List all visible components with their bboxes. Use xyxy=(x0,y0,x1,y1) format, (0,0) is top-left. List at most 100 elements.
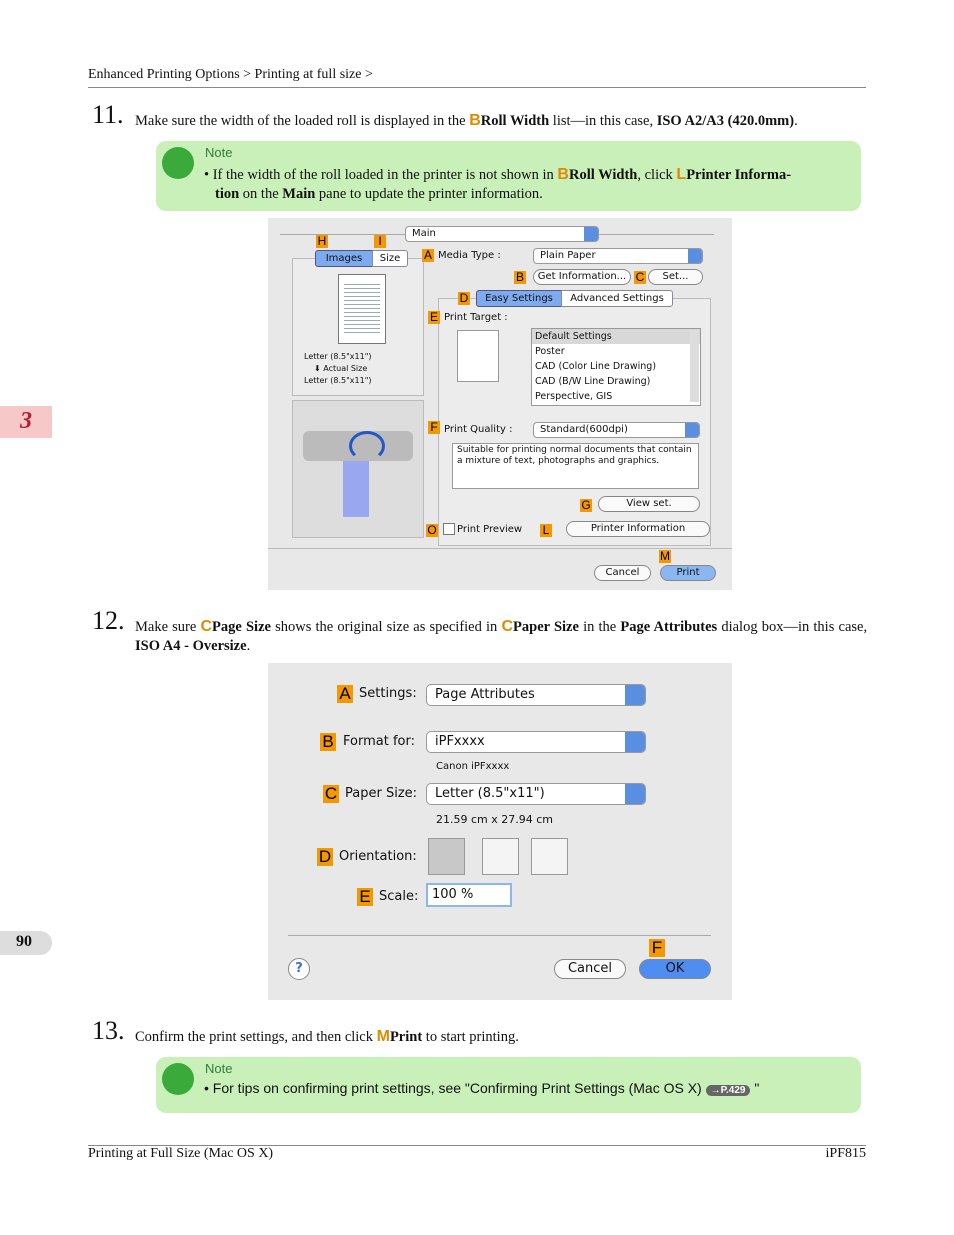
size-info: Letter (8.5"x11") ⬇ Actual Size Letter (… xyxy=(304,352,372,385)
tab-images[interactable]: Images xyxy=(315,250,373,267)
media-type-label: Media Type : xyxy=(438,250,501,261)
step-11-end: . xyxy=(794,113,798,129)
page-link[interactable]: →P.429 xyxy=(705,1085,751,1096)
header-rule xyxy=(88,87,866,88)
scrollbar[interactable] xyxy=(690,330,699,402)
step-12-t1: shows the original size as specified in xyxy=(275,619,498,635)
roll-width-value: ISO A2/A3 (420.0mm) xyxy=(656,113,795,129)
paper-output-icon xyxy=(343,461,369,517)
label-f: F xyxy=(649,939,665,957)
label-c: C xyxy=(501,618,514,635)
print-quality-value: Standard(600dpi) xyxy=(540,424,628,435)
settings-popup[interactable]: Page Attributes xyxy=(426,684,646,706)
landscape-left-orientation-icon[interactable] xyxy=(482,838,519,875)
print-term: Print xyxy=(389,1029,423,1045)
label-l: L xyxy=(540,524,552,537)
note-label: Note xyxy=(205,145,233,160)
paper-size-term: Paper Size xyxy=(513,619,579,635)
settings-value: Page Attributes xyxy=(435,687,535,702)
label-c: C xyxy=(200,618,213,635)
print-quality-label: Print Quality : xyxy=(444,424,513,435)
format-for-popup[interactable]: iPFxxxx xyxy=(426,731,646,753)
target-preview-icon xyxy=(457,330,499,382)
popup-arrow-icon xyxy=(688,249,702,263)
step-12-t2: in the xyxy=(583,619,617,635)
step-12-t4: this case, xyxy=(813,619,868,635)
cancel-button[interactable]: Cancel xyxy=(594,565,651,581)
label-b: B xyxy=(557,166,569,183)
label-i: I xyxy=(374,235,386,248)
step-13-end: to start printing. xyxy=(425,1029,519,1045)
set-button[interactable]: Set... xyxy=(648,269,703,285)
step-12-number: 12. xyxy=(92,606,125,635)
list-item[interactable]: Poster xyxy=(535,346,565,357)
label-d: D xyxy=(458,291,470,305)
print-preview-label: Print Preview xyxy=(457,524,523,535)
printer-information-button[interactable]: Printer Information xyxy=(566,521,710,537)
note-box-2: Note • For tips on confirming print sett… xyxy=(156,1057,861,1113)
letter-from: Letter (8.5"x11") xyxy=(304,352,372,361)
roll-width-term: Roll Width xyxy=(480,113,550,129)
print-dialog-screenshot: Main H I Images Size Letter (8.5"x11") ⬇… xyxy=(268,218,732,590)
quality-description: Suitable for printing normal documents t… xyxy=(452,443,699,489)
tab-advanced-settings[interactable]: Advanced Settings xyxy=(561,290,673,307)
note-2-text: • For tips on confirming print settings,… xyxy=(204,1079,854,1100)
popup-arrow-icon xyxy=(625,784,645,804)
step-11-mid: list—in this case, xyxy=(552,113,654,129)
scale-input[interactable]: 100 % xyxy=(426,883,512,907)
paper-size-label: Paper Size: xyxy=(345,786,418,801)
list-item[interactable]: CAD (Color Line Drawing) xyxy=(535,361,657,372)
label-c: C xyxy=(323,784,339,803)
ok-button[interactable]: OK xyxy=(639,959,711,979)
tab-size[interactable]: Size xyxy=(372,250,408,267)
print-target-list[interactable]: Default Settings Poster CAD (Color Line … xyxy=(531,328,701,406)
printer-info-term-cont: tion xyxy=(215,186,240,202)
footer-rule xyxy=(88,1145,866,1146)
paper-size-popup[interactable]: Letter (8.5"x11") xyxy=(426,783,646,805)
note-1-t2: , click xyxy=(637,167,673,183)
print-quality-popup[interactable]: Standard(600dpi) xyxy=(533,422,700,438)
label-b: B xyxy=(320,733,336,751)
label-f: F xyxy=(428,421,440,434)
popup-arrow-icon xyxy=(625,732,645,752)
letter-to: Letter (8.5"x11") xyxy=(304,376,372,385)
step-11-number: 11. xyxy=(92,100,124,129)
breadcrumb: Enhanced Printing Options > Printing at … xyxy=(88,67,373,82)
landscape-right-orientation-icon[interactable] xyxy=(531,838,568,875)
popup-arrow-icon xyxy=(584,227,598,241)
main-popup-label: Main xyxy=(412,228,436,239)
print-target-label: Print Target : xyxy=(444,312,508,323)
label-o: O xyxy=(426,523,438,537)
step-13-number: 13. xyxy=(92,1016,125,1045)
print-button[interactable]: Print xyxy=(660,565,716,581)
main-popup[interactable]: Main xyxy=(405,226,599,242)
portrait-orientation-icon[interactable] xyxy=(428,838,465,875)
label-b: B xyxy=(514,270,526,284)
media-type-popup[interactable]: Plain Paper xyxy=(533,248,703,264)
label-a: A xyxy=(422,248,434,262)
divider xyxy=(268,548,732,549)
label-d: D xyxy=(317,847,333,866)
list-item[interactable]: Default Settings xyxy=(532,329,700,344)
note-pencil-icon xyxy=(162,1063,194,1095)
list-item[interactable]: CAD (B/W Line Drawing) xyxy=(535,376,651,387)
note-box-1: Note • If the width of the roll loaded i… xyxy=(156,141,861,211)
actual-size: Actual Size xyxy=(323,364,368,373)
page-lines xyxy=(344,281,380,335)
paper-size-value: Letter (8.5"x11") xyxy=(435,786,545,801)
label-b: B xyxy=(469,112,481,129)
step-12-text: Make sure CPage Size shows the original … xyxy=(135,617,867,656)
view-set-button[interactable]: View set. xyxy=(598,496,700,512)
get-information-button[interactable]: Get Information... xyxy=(533,269,631,285)
list-item[interactable]: Perspective, GIS xyxy=(535,391,613,402)
help-icon[interactable]: ? xyxy=(288,958,310,980)
format-for-label: Format for: xyxy=(343,734,415,749)
page-number: 90 xyxy=(16,933,32,950)
label-e: E xyxy=(428,310,440,324)
note-pencil-icon xyxy=(162,147,194,179)
note-1-t4: pane to update the printer information. xyxy=(318,186,543,202)
print-preview-checkbox[interactable] xyxy=(443,523,455,535)
tab-easy-settings[interactable]: Easy Settings xyxy=(476,290,562,307)
label-l: L xyxy=(676,166,687,183)
cancel-button[interactable]: Cancel xyxy=(554,959,626,979)
